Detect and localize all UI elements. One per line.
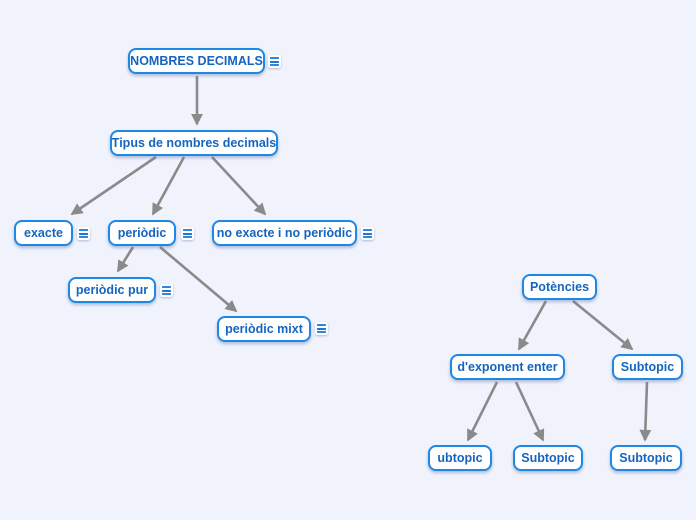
edge-d-exponent-ubtopic xyxy=(466,381,499,442)
node-label: periòdic xyxy=(117,225,167,240)
notes-icon[interactable] xyxy=(181,227,194,240)
node-label: Tipus de nombres decimals xyxy=(111,135,277,150)
notes-icon[interactable] xyxy=(361,227,374,240)
node-label: Potències xyxy=(529,279,590,294)
node-label: d'exponent enter xyxy=(457,359,558,374)
node-label: exacte xyxy=(24,225,63,240)
node-subtopic-bottom-right[interactable]: Subtopic xyxy=(610,445,682,471)
node-label: periòdic pur xyxy=(75,282,149,297)
node-label: Subtopic xyxy=(620,359,675,374)
node-label: ubtopic xyxy=(437,450,483,465)
notes-icon[interactable] xyxy=(77,227,90,240)
edge-tipus-no-exacte xyxy=(211,156,267,216)
edge-potencies-subtopic xyxy=(572,299,634,351)
node-no-exacte-i-no-periodic[interactable]: no exacte i no periòdic xyxy=(212,220,357,246)
node-label: periòdic mixt xyxy=(225,321,303,336)
edge-periodic-periodic-pur xyxy=(116,246,135,273)
edge-periodic-periodic-mixt xyxy=(159,246,238,313)
notes-icon[interactable] xyxy=(315,322,328,335)
edge-d-exponent-subtopic xyxy=(514,381,545,442)
edge-potencies-d-exponent-enter xyxy=(517,300,548,351)
edge-subtopic-subtopic xyxy=(639,381,652,442)
node-periodic-mixt[interactable]: periòdic mixt xyxy=(217,316,311,342)
node-tipus-de-nombres-decimals[interactable]: Tipus de nombres decimals xyxy=(110,130,278,156)
node-periodic-pur[interactable]: periòdic pur xyxy=(68,277,156,303)
notes-icon[interactable] xyxy=(160,284,173,297)
node-label: NOMBRES DECIMALS xyxy=(130,53,263,68)
node-d-exponent-enter[interactable]: d'exponent enter xyxy=(450,354,565,380)
notes-icon[interactable] xyxy=(268,55,281,68)
edge-tipus-periodic xyxy=(151,156,186,216)
node-subtopic-top-right[interactable]: Subtopic xyxy=(612,354,683,380)
node-label: Subtopic xyxy=(619,450,673,465)
node-label: Subtopic xyxy=(521,450,575,465)
node-potencies[interactable]: Potències xyxy=(522,274,597,300)
edge-tipus-exacte xyxy=(70,155,157,216)
node-exacte[interactable]: exacte xyxy=(14,220,73,246)
node-periodic[interactable]: periòdic xyxy=(108,220,176,246)
node-label: no exacte i no periòdic xyxy=(216,225,353,240)
node-ubtopic[interactable]: ubtopic xyxy=(428,445,492,471)
node-nombres-decimals[interactable]: NOMBRES DECIMALS xyxy=(128,48,265,74)
node-subtopic-bottom-middle[interactable]: Subtopic xyxy=(513,445,583,471)
